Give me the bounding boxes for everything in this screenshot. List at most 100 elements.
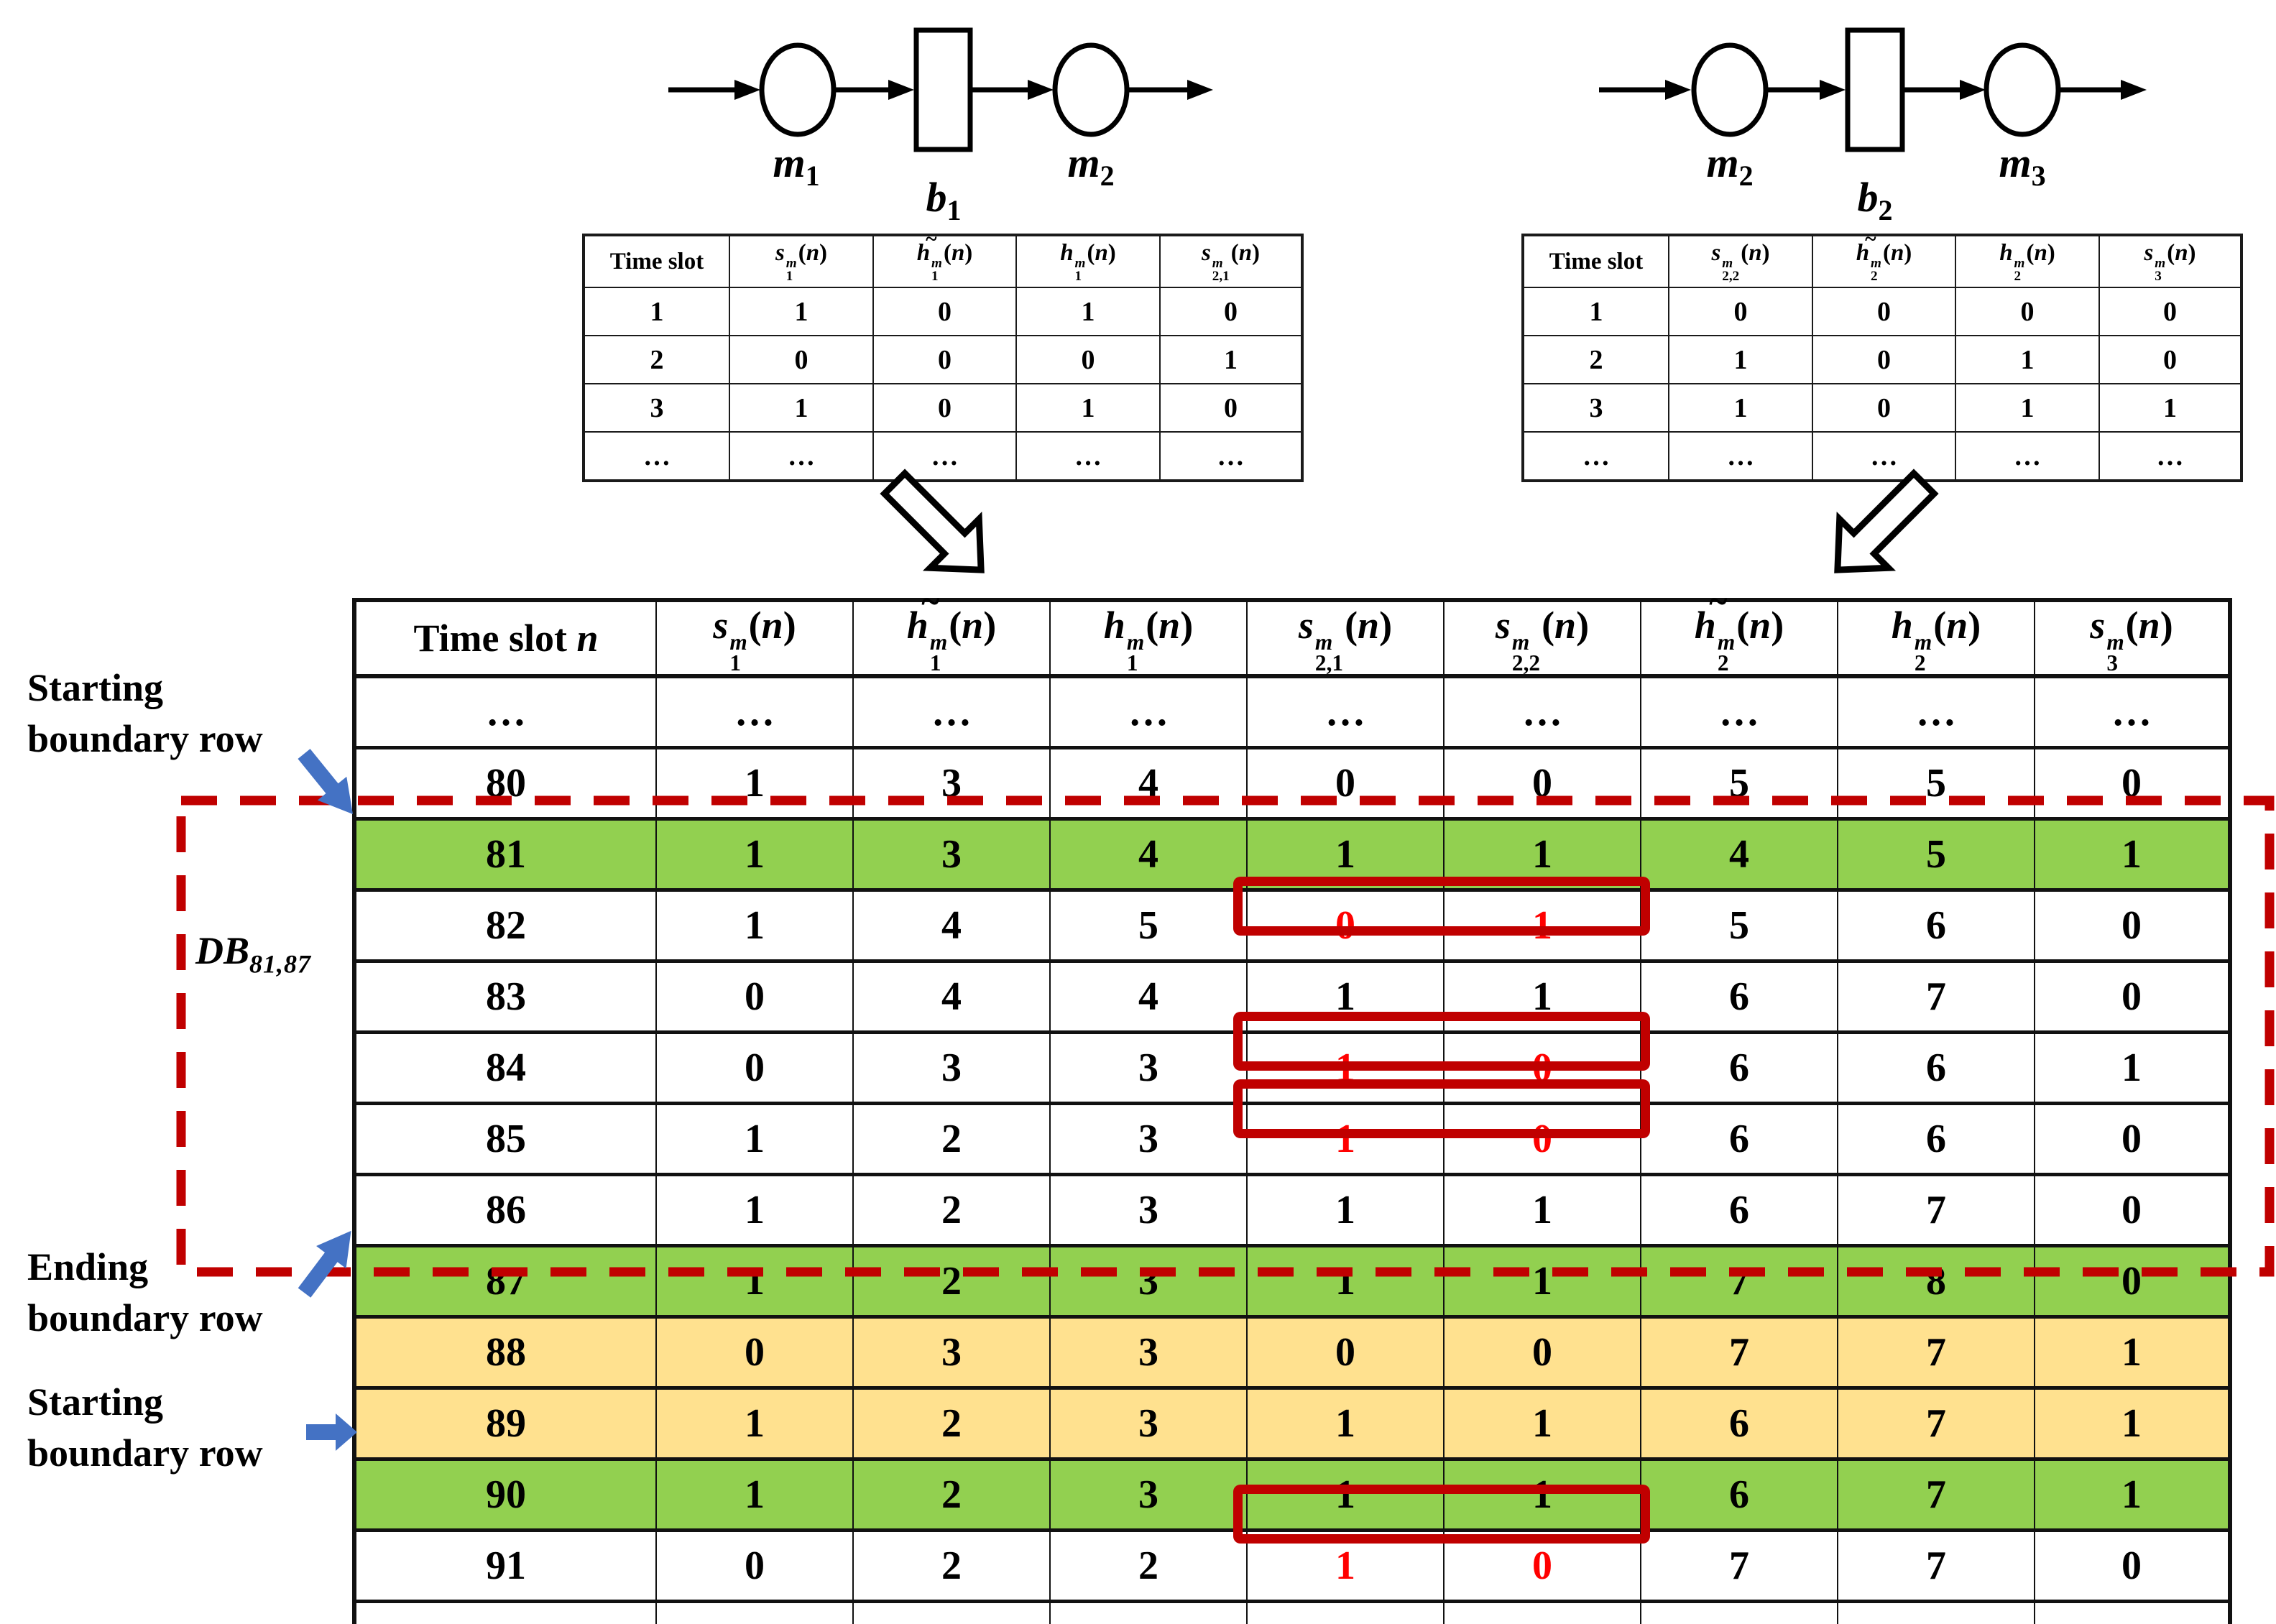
cell: 4 <box>852 959 1051 1034</box>
petri-net-right <box>1599 27 2147 152</box>
cell: 0 <box>2034 1173 2231 1247</box>
cell: … <box>852 674 1051 749</box>
cell: 1 <box>1015 383 1161 433</box>
place-m2-circle <box>1691 42 1769 137</box>
cell: 2 <box>1522 335 1669 384</box>
place-label-m2: m2 <box>1067 139 1115 192</box>
cell: 1 <box>1443 1244 1641 1319</box>
cell: 1 <box>1015 287 1161 336</box>
place-label-m3: m3 <box>1999 139 2046 192</box>
cell: 7 <box>1837 1528 2035 1603</box>
cell: 6 <box>1640 1386 1838 1461</box>
arrowhead-icon <box>888 80 914 100</box>
buffer-b2-rect <box>1845 27 1905 152</box>
cell: 84 <box>354 1030 657 1105</box>
cell: 0 <box>2034 1244 2231 1319</box>
cell: … <box>354 1600 657 1624</box>
cell: 7 <box>1837 1386 2035 1461</box>
cell: 2 <box>852 1528 1051 1603</box>
cell: 0 <box>1443 746 1641 821</box>
petri-net-left <box>668 27 1213 152</box>
cell: … <box>1246 674 1445 749</box>
cell: … <box>1837 674 2035 749</box>
cell: 1 <box>1443 1173 1641 1247</box>
cell: 6 <box>1640 1030 1838 1105</box>
cell: 85 <box>354 1102 657 1176</box>
place-m1-circle <box>759 42 837 137</box>
cell: … <box>354 674 657 749</box>
cell: 0 <box>655 1030 854 1105</box>
cell: 1 <box>1246 1386 1445 1461</box>
cell: 2 <box>583 335 730 384</box>
cell: … <box>1049 674 1248 749</box>
cell: 6 <box>1640 1102 1838 1176</box>
cell: 6 <box>1837 1102 2035 1176</box>
cell: 1 <box>729 383 874 433</box>
starting-boundary-row-label-top: Starting boundary row <box>27 666 263 760</box>
cell: 3 <box>1049 1244 1248 1319</box>
cell: 0 <box>2034 746 2231 821</box>
cell: 0 <box>1443 1315 1641 1390</box>
cell: 0 <box>1159 383 1303 433</box>
cell: 1 <box>2034 1030 2231 1105</box>
cell: 1 <box>2034 1315 2231 1390</box>
buffer-label-b1: b1 <box>926 174 962 226</box>
cell: 1 <box>2034 1457 2231 1532</box>
cell: 0 <box>872 287 1017 336</box>
cell: … <box>1015 431 1161 481</box>
cell: 1 <box>1668 383 1813 433</box>
cell: 0 <box>2034 1528 2231 1603</box>
cell: 6 <box>1640 959 1838 1034</box>
block-arrow-down-right-icon <box>880 469 985 573</box>
cell: 0 <box>1443 1102 1641 1176</box>
cell: 3 <box>583 383 730 433</box>
cell: 1 <box>655 1244 854 1319</box>
arrowhead-icon <box>1187 80 1213 100</box>
cell: 6 <box>1837 888 2035 963</box>
cell: … <box>583 431 730 481</box>
arrowhead-icon <box>1665 80 1691 100</box>
cell: 1 <box>2034 1386 2231 1461</box>
cell: 7 <box>1640 1244 1838 1319</box>
cell: 88 <box>354 1315 657 1390</box>
cell: 0 <box>1246 888 1445 963</box>
cell: … <box>872 431 1017 481</box>
red-highlight-box-row91 <box>1233 1485 1650 1544</box>
cell: 1 <box>1246 1457 1445 1532</box>
cell: 0 <box>872 335 1017 384</box>
table-row: …………… <box>583 431 1303 481</box>
db-dashed-boundary-rect <box>176 795 2275 1277</box>
cell: 0 <box>1812 335 1956 384</box>
cell: 1 <box>1443 1386 1641 1461</box>
cell: 3 <box>1522 383 1669 433</box>
cell: 3 <box>852 817 1051 892</box>
red-highlight-box-row85 <box>1233 1079 1650 1138</box>
cell: 0 <box>729 335 874 384</box>
cell: 89 <box>354 1386 657 1461</box>
cell: 7 <box>1837 959 2035 1034</box>
cell: 83 <box>354 959 657 1034</box>
cell: 3 <box>1049 1102 1248 1176</box>
cell: 0 <box>655 1315 854 1390</box>
